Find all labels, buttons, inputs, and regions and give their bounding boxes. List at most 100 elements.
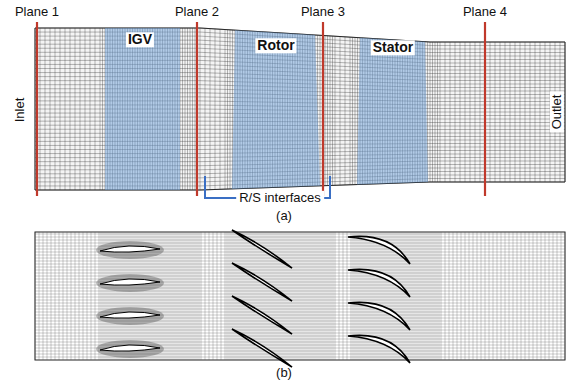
- mesh-line: [235, 232, 236, 360]
- o-mesh: [96, 307, 164, 325]
- mesh-line: [417, 232, 418, 360]
- mesh-line: [237, 232, 238, 360]
- blade-to-blade-mesh: [35, 230, 565, 367]
- mesh-line: [35, 303, 565, 304]
- mesh-line: [317, 232, 318, 360]
- igv-blade: [100, 279, 160, 285]
- boundary-label: Inlet: [13, 98, 27, 123]
- mesh-line: [339, 232, 340, 360]
- mesh-line: [347, 232, 348, 360]
- mesh-line: [63, 232, 64, 360]
- mesh-line: [35, 234, 565, 235]
- mesh-line: [429, 232, 430, 360]
- mesh-line: [315, 232, 316, 360]
- mesh-line: [425, 232, 426, 360]
- mesh-line: [521, 232, 522, 360]
- mesh-line: [369, 232, 370, 360]
- igv-blade: [100, 345, 160, 351]
- mesh-line: [95, 232, 96, 360]
- mesh-line: [193, 232, 194, 360]
- mesh-line: [403, 232, 404, 360]
- mesh-line: [295, 232, 296, 360]
- mesh-line: [355, 232, 356, 360]
- stator-blade: [348, 302, 410, 330]
- mesh-line: [169, 232, 170, 360]
- mesh-line: [279, 232, 280, 360]
- mesh-line: [201, 232, 202, 360]
- mesh-line: [175, 232, 176, 360]
- mesh-line: [435, 232, 436, 360]
- stator-blade: [348, 236, 410, 264]
- o-mesh: [96, 241, 164, 259]
- mesh-line: [67, 232, 68, 360]
- mesh-line: [257, 232, 258, 360]
- mesh-line: [47, 232, 48, 360]
- mesh-line: [167, 232, 168, 360]
- row-label: IGV: [126, 32, 154, 47]
- mesh-line: [405, 232, 406, 360]
- mesh-line: [465, 232, 466, 360]
- mesh-line: [457, 232, 458, 360]
- mesh-line: [181, 232, 182, 360]
- mesh-line: [277, 232, 278, 360]
- b2b-frame: [35, 232, 565, 360]
- plane-label: Plane 4: [463, 5, 507, 19]
- mesh-line: [289, 232, 290, 360]
- mesh-line: [433, 232, 434, 360]
- mesh-line: [35, 267, 565, 268]
- mesh-line: [489, 232, 490, 360]
- mesh-line: [557, 232, 558, 360]
- mesh-line: [35, 270, 565, 271]
- mesh-line: [299, 232, 300, 360]
- mesh-line: [183, 232, 184, 360]
- mesh-line: [271, 232, 272, 360]
- plane-line: [36, 22, 38, 196]
- mesh-line: [281, 232, 282, 360]
- mesh-line: [205, 232, 206, 360]
- mesh-line: [485, 232, 486, 360]
- mesh-line: [391, 232, 392, 360]
- mesh-line: [513, 232, 514, 360]
- mesh-line: [367, 232, 368, 360]
- mesh-line: [461, 232, 462, 360]
- mesh-line: [453, 232, 454, 360]
- mesh-line: [343, 232, 344, 360]
- o-mesh: [96, 274, 164, 292]
- mesh-line: [35, 327, 565, 328]
- mesh-line: [35, 306, 565, 307]
- mesh-line: [35, 333, 565, 334]
- plane-line: [484, 22, 486, 196]
- boundary-label: Outlet: [550, 92, 564, 133]
- mesh-line: [473, 232, 474, 360]
- mesh-line: [493, 232, 494, 360]
- mesh-line: [353, 232, 354, 360]
- mesh-line: [533, 232, 534, 360]
- stator-zone: [357, 38, 428, 185]
- mesh-line: [431, 232, 432, 360]
- mesh-line: [55, 232, 56, 360]
- rotor-blade: [232, 329, 292, 367]
- mesh-line: [565, 232, 566, 360]
- mesh-line: [501, 232, 502, 360]
- meridional-mesh: [35, 22, 565, 198]
- mesh-line: [361, 232, 362, 360]
- mesh-line: [333, 232, 334, 360]
- mesh-line: [477, 232, 478, 360]
- mesh-line: [321, 232, 322, 360]
- mesh-line: [35, 330, 565, 331]
- stator-blade: [348, 335, 410, 363]
- mesh-line: [185, 232, 186, 360]
- mesh-line: [35, 232, 36, 360]
- mesh-line: [35, 261, 565, 262]
- mesh-line: [419, 232, 420, 360]
- mesh-line: [423, 232, 424, 360]
- mesh-line: [239, 232, 240, 360]
- mesh-line: [35, 273, 565, 274]
- mesh-line: [209, 232, 210, 360]
- mesh-line: [221, 232, 222, 360]
- mesh-line: [323, 232, 324, 360]
- mesh-line: [545, 232, 546, 360]
- mesh-line: [177, 232, 178, 360]
- mesh-line: [331, 232, 332, 360]
- plane-label: Plane 2: [175, 5, 219, 19]
